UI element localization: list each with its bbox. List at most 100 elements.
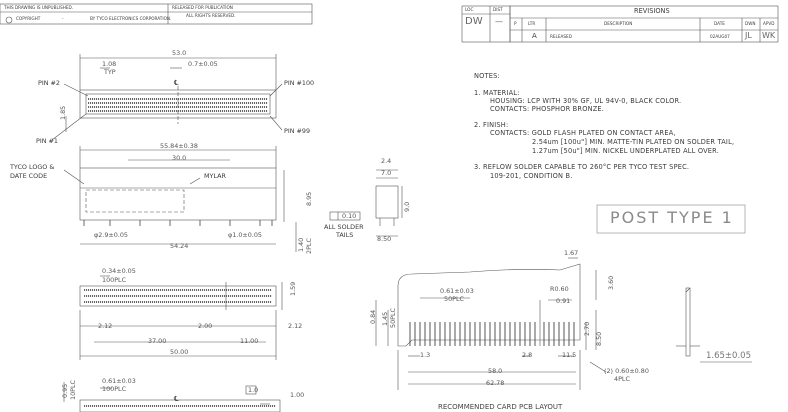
dim-580: 58.0 [488, 367, 503, 375]
dim-850: 8.50 [377, 235, 392, 243]
dim-10-box: 1.0 [248, 386, 259, 394]
rev-header-p: P [514, 21, 517, 26]
copyright-dash: - [62, 16, 64, 21]
revisions-title: REVISIONS [634, 7, 670, 15]
dim-2plc: 2PLC [305, 238, 313, 254]
dim-10plc: 10PLC [69, 379, 77, 400]
dim-70: 7.0 [381, 169, 392, 177]
dim-phi10: φ1.0±0.05 [228, 231, 262, 239]
note-line: HOUSING: LCP WITH 30% GF, UL 94V-0, BLAC… [490, 97, 682, 105]
dim-095: 0.95 [61, 383, 69, 398]
dim-108: 1.08 [102, 60, 117, 68]
dim-115: 11.5 [562, 351, 577, 359]
dim-300: 30.0 [172, 154, 187, 162]
flatness-value: 0.10 [342, 212, 357, 220]
dim-50plc: 50PLC [444, 295, 465, 303]
dim-850-pcb: 8.50 [595, 331, 603, 346]
pin99-label: PIN #99 [284, 127, 311, 135]
rev-header-date: DATE [714, 21, 725, 26]
mylar-label: MYLAR [204, 172, 226, 180]
copyright-owner: BY TYCO ELECTRONICS CORPORATION. [90, 16, 172, 21]
dim-895: 8.95 [305, 191, 313, 206]
note-line: 2.54um [100u"] MIN. MATTE-TIN PLATED ON … [532, 138, 735, 146]
dim-24: 2.4 [381, 157, 392, 165]
pcb-side-view [685, 287, 691, 357]
dim-200: 2.00 [198, 322, 213, 330]
bottom-view-housing [79, 285, 277, 307]
note-line: 3. REFLOW SOLDER CAPABLE TO 260°C PER TY… [474, 163, 690, 171]
notes-heading: NOTES: [474, 72, 500, 80]
post-type-label: POST TYPE 1 [610, 208, 734, 227]
dim-100plc: 100PLC [102, 276, 127, 284]
date-code-label: DATE CODE [10, 172, 48, 180]
dim-270: 2.70 [583, 321, 591, 336]
dim-28: 2.8 [522, 351, 533, 359]
dist-value: — [495, 17, 503, 26]
dim-061-bl: 0.61±0.03 [102, 377, 136, 385]
dim-5584: 55.84±0.38 [160, 142, 198, 150]
partial-view-housing [79, 399, 281, 412]
note-line: CONTACTS: GOLD FLASH PLATED ON CONTACT A… [490, 129, 676, 137]
front-view-housing [79, 167, 277, 221]
rev-header-description: DESCRIPTION [604, 21, 633, 26]
centerline-icon: ℄ [174, 395, 179, 403]
pcb-outline [397, 263, 581, 347]
copyright-icon [5, 16, 13, 24]
dim-3700: 37.00 [148, 337, 167, 345]
released-for-publication: RELEASED FOR PUBLICATION [172, 5, 233, 10]
dim-4plc: 4PLC [614, 375, 630, 383]
dim-091: 0.91 [556, 297, 571, 305]
front-view-tails [83, 220, 273, 226]
post-type-box [596, 204, 746, 234]
rev-header-apvd: APVD [763, 21, 775, 26]
dim-r-slot: (2) 0.60±0.80 [604, 367, 649, 375]
title-block-frame [0, 3, 313, 25]
all-solder-label: ALL SOLDER [324, 223, 364, 231]
note-line: 1.27um [50u"] MIN. NICKEL UNDERPLATED AL… [532, 147, 720, 155]
dim-212-left: 2.12 [98, 322, 113, 330]
dim-typ: TYP [104, 68, 116, 76]
rev-ltr: A [532, 32, 537, 40]
dim-061: 0.61±0.03 [440, 287, 474, 295]
dim-phi29: φ2.9±0.05 [94, 231, 128, 239]
note-line: 1. MATERIAL: [474, 89, 520, 97]
dim-360: 3.60 [607, 275, 615, 290]
dim-53: 53.0 [172, 49, 187, 57]
dim-r060: R0.60 [550, 285, 569, 293]
dim-165: 1.65±0.05 [706, 351, 751, 361]
dim-145: 1.45 [381, 311, 389, 326]
loc-value: DW [465, 16, 483, 27]
unpublished-note: THIS DRAWING IS UNPUBLISHED. [4, 5, 74, 10]
rev-description: RELEASED [550, 34, 572, 39]
tyco-logo-label: TYCO LOGO & [10, 163, 55, 171]
dim-90: 9.0 [403, 201, 411, 212]
note-line: 2. FINISH: [474, 121, 509, 129]
dim-034: 0.34±0.05 [102, 267, 136, 275]
rev-header-dwn: DWN [745, 21, 756, 26]
tails-label: TAILS [336, 231, 354, 239]
pcb-caption: RECOMMENDED CARD PCB LAYOUT [438, 403, 563, 411]
rev-header-ltr: LTR [528, 21, 536, 26]
pcb-pads [409, 322, 575, 346]
dim-13: 1.3 [420, 351, 431, 359]
dim-1100: 11.00 [240, 337, 259, 345]
dim-50plc-vert: 50PLC [389, 307, 397, 328]
dim-6278: 62.78 [486, 379, 505, 387]
dim-084: 0.84 [369, 309, 377, 324]
pin100-label: PIN #100 [284, 79, 315, 87]
side-view-housing [375, 185, 399, 219]
rev-date: 02AUG07 [710, 34, 730, 39]
rev-apvd: WK [762, 31, 776, 40]
dim-07: 0.7±0.05 [188, 60, 218, 68]
rev-dwn: JL [745, 31, 752, 40]
note-line: CONTACTS: PHOSPHOR BRONZE. [490, 105, 605, 113]
dim-5000: 50.00 [170, 348, 189, 356]
dist-label: DIST [493, 7, 503, 12]
dim-159: 1.59 [289, 281, 297, 296]
dim-140: 1.40 [297, 237, 305, 252]
pin2-label: PIN #2 [38, 79, 60, 87]
rights-reserved: ALL RIGHTS RESERVED. [186, 13, 236, 18]
dim-185: 1.85 [59, 105, 67, 120]
pin1-label: PIN #1 [36, 137, 58, 145]
